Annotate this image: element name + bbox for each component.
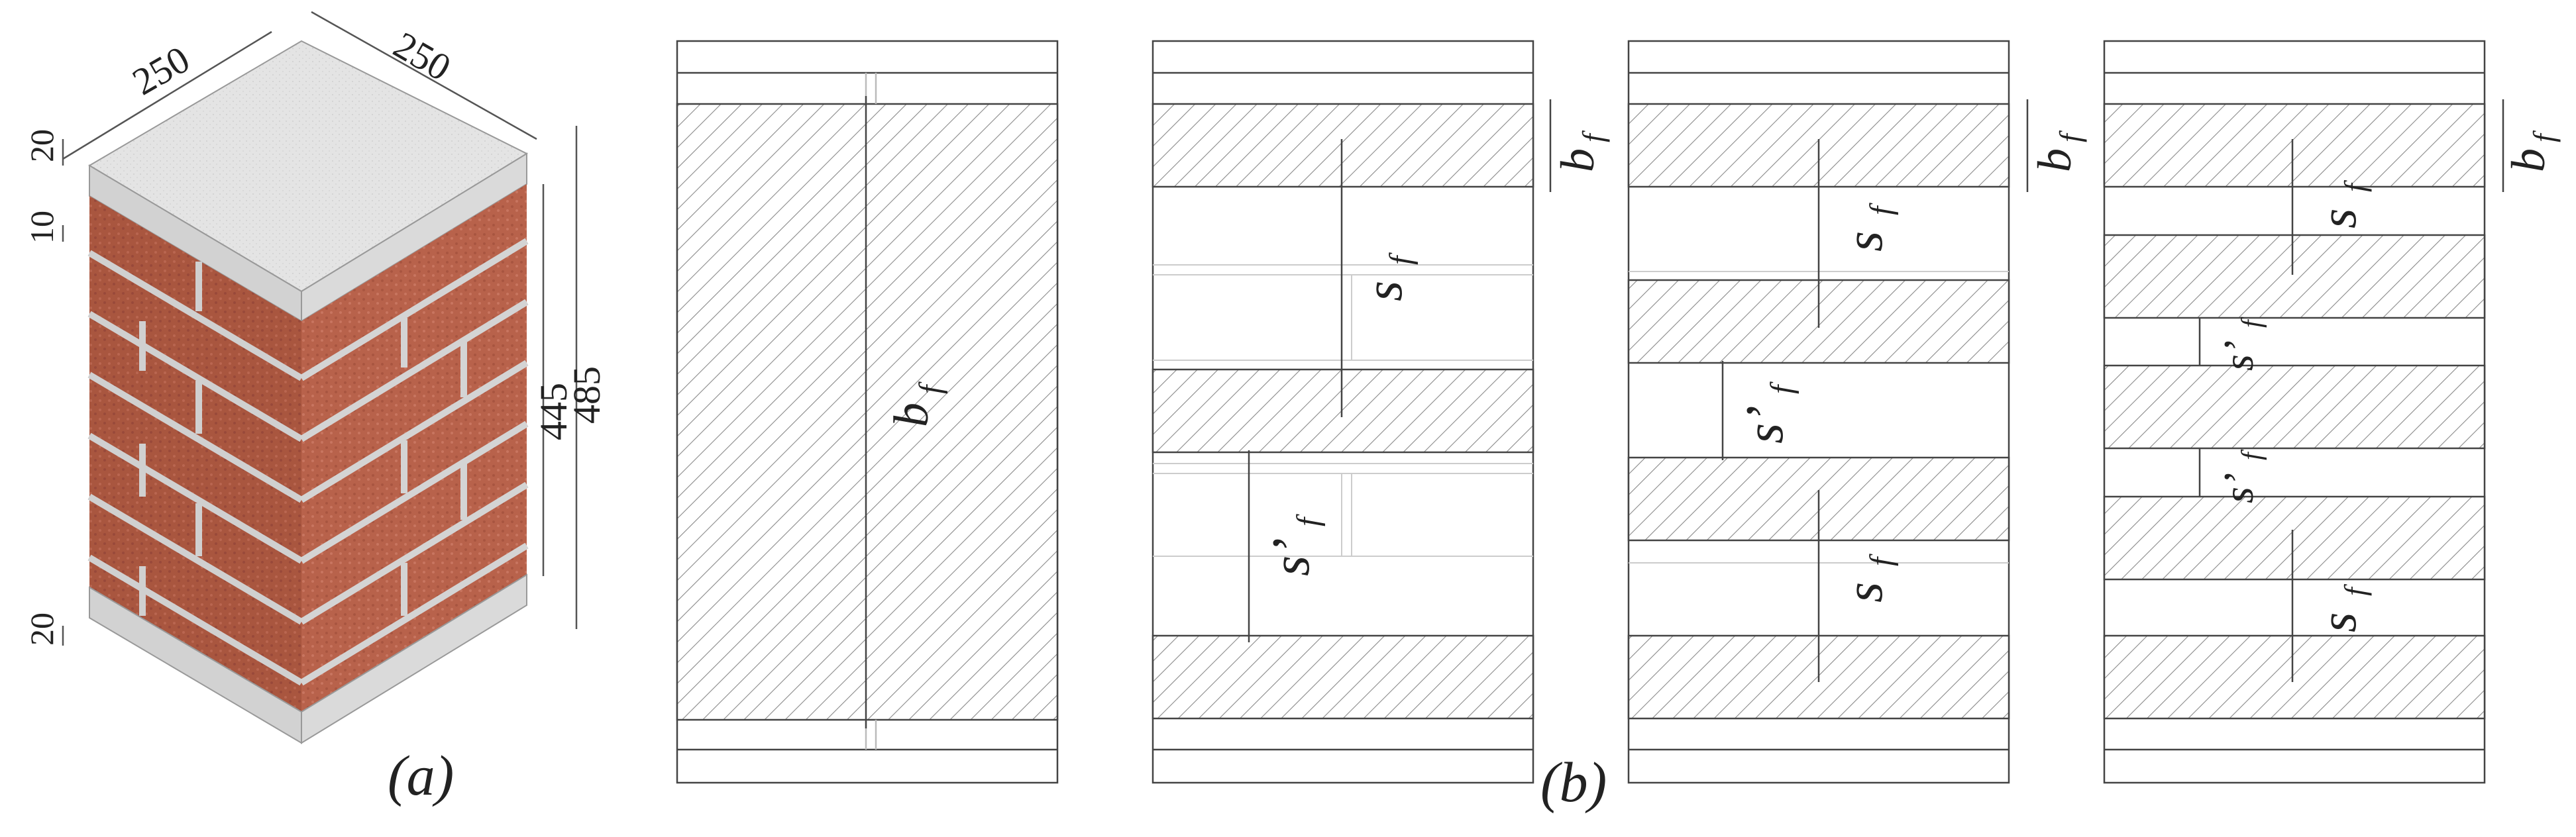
label-s: s xyxy=(1835,582,1894,603)
label-f-sub: f xyxy=(2053,130,2087,142)
dim-width-right: 250 xyxy=(387,23,458,89)
label-b-main: b xyxy=(885,403,939,427)
right-mortar-joints xyxy=(299,238,529,686)
label-s: s xyxy=(1355,281,1413,301)
label-b-side: b xyxy=(1551,148,1604,172)
frp-strip xyxy=(1152,368,1534,454)
frp-strip xyxy=(1152,634,1534,720)
label-s: s xyxy=(1835,231,1894,252)
label-s: s xyxy=(2309,209,2367,228)
label-f-sub: f xyxy=(2527,130,2561,142)
label-b-side: b xyxy=(2028,148,2081,172)
bottom-cap-right xyxy=(301,573,527,744)
layout-full-wrap: b f xyxy=(676,40,1059,784)
layout-strips-1: s f s’ f b f xyxy=(1152,40,1610,784)
frp-strip xyxy=(2103,234,2486,319)
frp-strip xyxy=(1152,103,1534,188)
label-s-prime: s’ xyxy=(2215,473,2262,503)
caption-b: (b) xyxy=(1540,750,1607,814)
frp-strip-full xyxy=(676,103,1059,721)
dim-width-left: 250 xyxy=(125,37,197,103)
brick-column-panel: 250 250 20 10 20 445 485 (a) xyxy=(23,11,608,807)
frp-strip xyxy=(2103,634,2486,720)
label-f-sub: f xyxy=(1576,130,1610,142)
dimension-lines xyxy=(62,11,578,646)
dim-inner-height: 445 xyxy=(532,383,575,440)
frp-strip xyxy=(2103,103,2486,188)
caption-a: (a) xyxy=(388,744,454,807)
layout-strips-3: s f s’ f s’ f s f b f xyxy=(2103,40,2561,784)
label-s-prime: s’ xyxy=(1262,538,1320,576)
dim-bottom-cap: 20 xyxy=(23,613,60,646)
label-s: s xyxy=(2309,613,2367,632)
layout-strips-2: s f s’ f s f b f xyxy=(1627,40,2087,784)
dim-top-cap: 20 xyxy=(23,129,60,162)
frp-strip xyxy=(2103,364,2486,450)
left-mortar-joints xyxy=(87,250,303,686)
label-s-prime: s’ xyxy=(2215,340,2262,371)
label-s-prime: s’ xyxy=(1736,405,1794,444)
frp-layouts-panel: b f s xyxy=(676,40,2561,814)
dim-first-joint: 10 xyxy=(23,211,60,244)
frp-strip xyxy=(2103,495,2486,581)
dim-total-height: 485 xyxy=(565,366,608,424)
label-b-side: b xyxy=(2502,148,2555,172)
